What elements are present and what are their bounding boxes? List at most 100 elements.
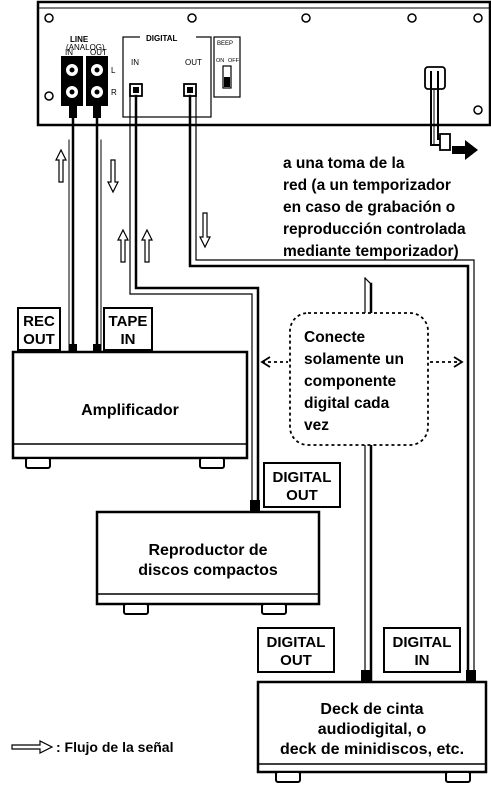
foot-icon (261, 603, 287, 615)
deck-frame (256, 680, 488, 774)
beep-off-label: OFF (228, 58, 240, 64)
deck-digital-in-frame (383, 627, 461, 673)
cd-player-title: discos compactos (138, 562, 278, 579)
signal-flow-arrow-icon (11, 740, 54, 754)
connect-note-line: Conecte (304, 329, 366, 346)
screw-icon (473, 13, 483, 23)
legend: : Flujo de la señal (11, 739, 173, 755)
beep-on-label: ON (216, 58, 224, 64)
digital-out-cable (188, 94, 470, 682)
screw-icon (407, 13, 417, 23)
screw-icon (187, 13, 197, 23)
digital-out-label: OUT (185, 58, 202, 67)
power-note-line: mediante temporizador) (283, 243, 459, 260)
beep-section: BEEP ON OFF (213, 36, 241, 98)
signal-up-arrow-icon (55, 148, 67, 183)
connect-note: Conecte solamente un componente digital … (260, 312, 464, 446)
channel-r-label: R (111, 88, 117, 97)
plug-icon (439, 133, 451, 151)
beep-frame (213, 36, 241, 98)
power-cord (424, 66, 478, 160)
deck-digital-out-line: OUT (280, 652, 312, 669)
digital-label: DIGITAL (146, 34, 178, 43)
panel-screws (44, 13, 483, 115)
deck-digital-out-frame (257, 627, 335, 673)
screw-icon (301, 13, 311, 23)
foot-icon (275, 771, 301, 783)
amplifier-title: Amplificador (81, 402, 179, 419)
jack-pin (69, 89, 75, 95)
connector-plug-icon (93, 344, 101, 354)
cable-joint (364, 277, 372, 285)
rec-out-line: OUT (23, 331, 55, 348)
deck-digital-in-line: DIGITAL (393, 634, 452, 651)
signal-flow-arrows (55, 148, 211, 263)
connector-plug-icon (69, 106, 77, 118)
connect-note-line: solamente un (304, 351, 404, 368)
deck-digital-out-label: DIGITAL OUT (257, 627, 335, 673)
connector-plug-icon (250, 500, 260, 512)
deck-box: Deck de cinta audiodigital, o deck de mi… (256, 680, 488, 783)
power-note-line: en caso de grabación o (283, 199, 455, 216)
connector-plug-icon (466, 670, 476, 682)
cd-digital-out-line: OUT (286, 487, 318, 504)
tape-in-line: TAPE (109, 313, 148, 330)
jack-pin (94, 67, 100, 73)
signal-up-arrow-icon (141, 228, 153, 263)
arrow-right-icon (453, 356, 464, 368)
signal-up-arrow-icon (117, 228, 129, 263)
optical-out-port-core (187, 87, 193, 93)
screw-icon (44, 91, 54, 101)
digital-in-label: IN (131, 58, 139, 67)
device-rear-panel: LINE (ANALOG) IN OUT L R DIGITAL IN OUT (36, 0, 491, 160)
power-note-line: reproducción controlada (283, 221, 466, 238)
digital-in-cable (134, 94, 260, 512)
channel-l-label: L (111, 66, 116, 75)
tape-in-line: IN (121, 331, 136, 348)
line-analog-section: LINE (ANALOG) IN OUT L R (61, 35, 117, 106)
connector-plug-icon (69, 344, 77, 354)
signal-down-arrow-icon (199, 212, 211, 249)
deck-digital-in-line: IN (415, 652, 430, 669)
panel-outline (36, 0, 491, 127)
deck-title: Deck de cinta (320, 701, 423, 718)
digital-label-bg (140, 33, 196, 42)
power-note: a una toma de la red (a un temporizador … (283, 155, 466, 260)
analog-label: (ANALOG) (66, 43, 105, 52)
beep-switch-knob (224, 77, 230, 87)
foot-icon (25, 457, 51, 469)
cd-player-title: Reproductor de (148, 542, 267, 559)
connector-plug-icon (361, 670, 371, 682)
rec-out-line: REC (23, 313, 55, 330)
deck-digital-in-label: DIGITAL IN (383, 627, 461, 673)
power-note-line: a una toma de la (283, 155, 405, 172)
connector-plug-icon (93, 106, 101, 118)
rec-out-frame (17, 307, 61, 351)
cd-player-frame (95, 510, 321, 606)
signal-down-arrow-icon (107, 159, 119, 194)
cd-player-box: Reproductor de discos compactos (95, 510, 321, 615)
screw-icon (44, 13, 54, 23)
power-note-line: red (a un temporizador (283, 177, 451, 194)
digital-in-cable-edge (129, 95, 253, 511)
connect-note-line: digital cada (304, 395, 390, 412)
foot-icon (445, 771, 471, 783)
optical-in-port-core (133, 87, 139, 93)
connect-note-line: componente (304, 373, 397, 390)
deck-digital-out-line: DIGITAL (267, 634, 326, 651)
line-label: LINE (70, 35, 89, 44)
arrow-left-icon (260, 356, 271, 368)
rec-out-label: REC OUT (17, 307, 61, 351)
amplifier-frame (11, 350, 249, 460)
jack-pin (69, 67, 75, 73)
cd-digital-out-line: DIGITAL (273, 469, 332, 486)
arrow-right-icon (452, 140, 478, 160)
screw-icon (473, 105, 483, 115)
tape-in-frame (103, 307, 153, 351)
jack-pin (94, 89, 100, 95)
cd-digital-out-frame (263, 462, 341, 508)
line-out-label: OUT (90, 48, 107, 57)
foot-icon (199, 457, 225, 469)
